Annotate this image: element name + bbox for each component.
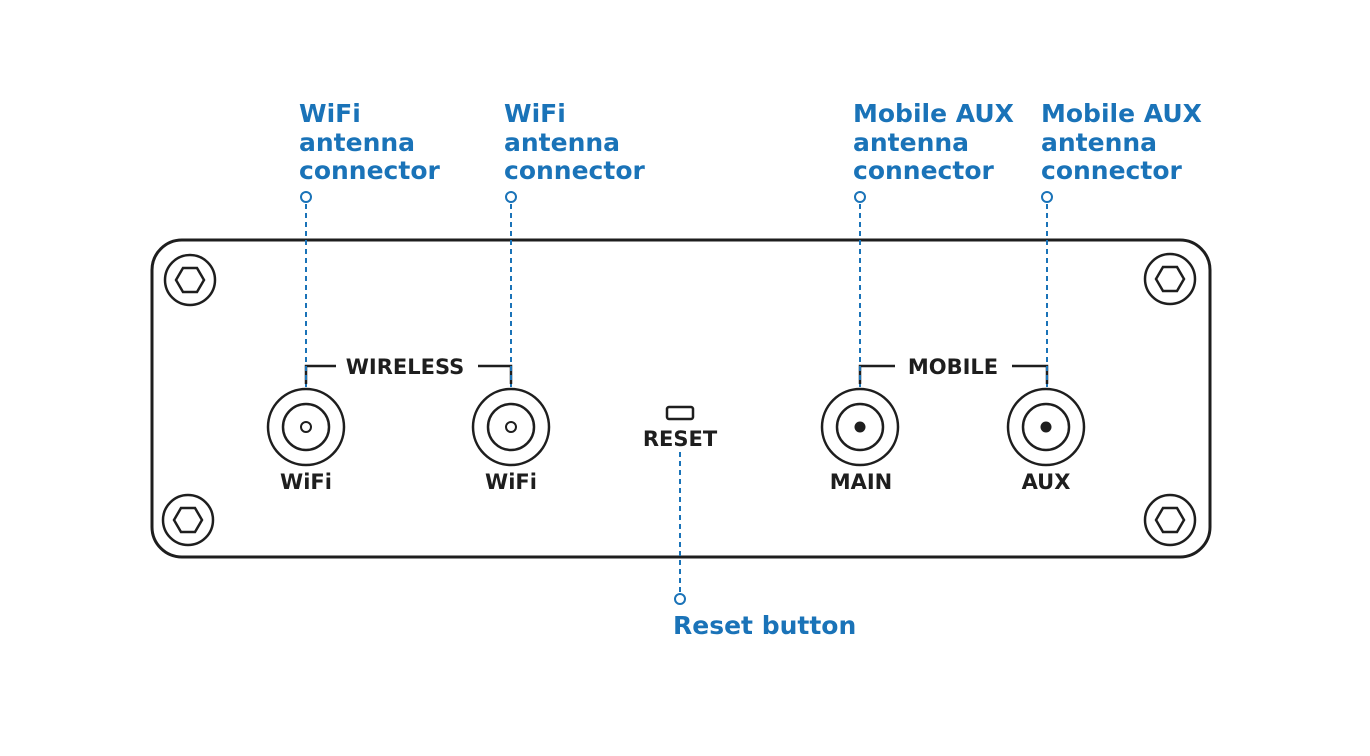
callout-mobile-aux: Mobile AUX antenna connector	[1041, 99, 1211, 185]
hex-screw-icon	[1143, 493, 1197, 547]
reset-label: RESET	[643, 427, 718, 451]
sma-connector-icon	[820, 387, 900, 467]
callout-marker	[505, 191, 517, 203]
device-panel	[150, 238, 1212, 559]
callout-wifi-2: WiFi antenna connector	[504, 99, 645, 185]
callout-marker	[300, 191, 312, 203]
mobile-group-label: MOBILE	[908, 355, 998, 379]
hex-screw-icon	[1143, 252, 1197, 306]
wireless-group-label: WIRELESS	[346, 355, 465, 379]
port-label-aux: AUX	[1022, 470, 1071, 494]
port-label-wifi-1: WiFi	[280, 470, 332, 494]
sma-connector-icon	[471, 387, 551, 467]
hex-screw-icon	[161, 493, 215, 547]
callout-mobile-main: Mobile AUX antenna connector	[853, 99, 1023, 185]
callout-wifi-1: WiFi antenna connector	[299, 99, 440, 185]
hex-screw-icon	[163, 253, 217, 307]
callout-marker	[854, 191, 866, 203]
sma-connector-icon	[1006, 387, 1086, 467]
port-label-main: MAIN	[830, 470, 893, 494]
reset-button-icon	[665, 405, 695, 421]
port-label-wifi-2: WiFi	[485, 470, 537, 494]
callout-marker	[674, 593, 686, 605]
callout-reset: Reset button	[673, 611, 856, 640]
sma-connector-icon	[266, 387, 346, 467]
callout-marker	[1041, 191, 1053, 203]
